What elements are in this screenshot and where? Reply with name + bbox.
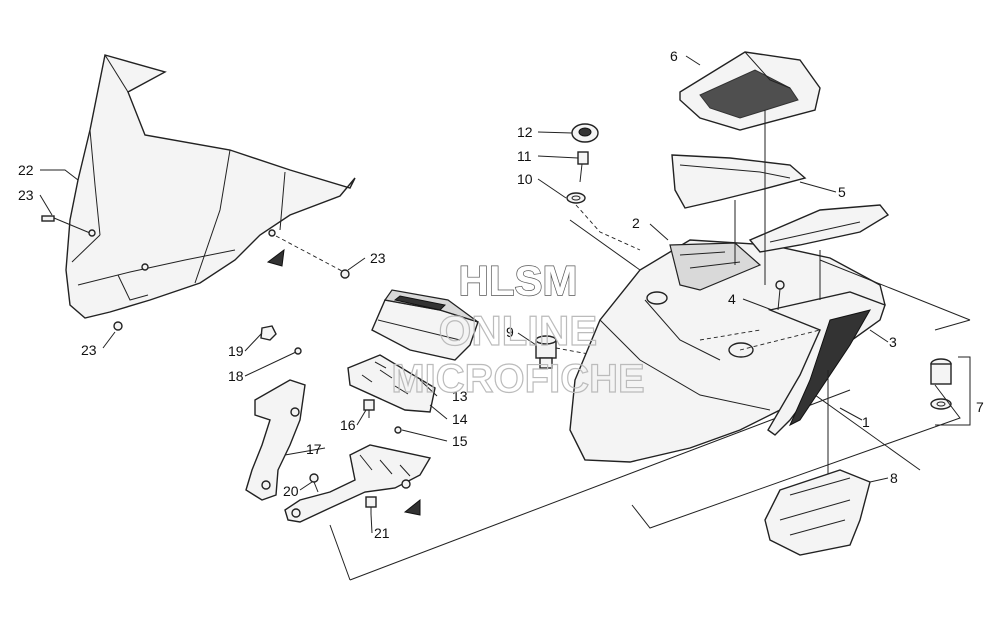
ignition-key	[577, 151, 589, 183]
callout-2: 2	[632, 215, 640, 231]
vent-panel-upper	[671, 154, 807, 209]
vent-screen	[679, 51, 821, 131]
callout-21: 21	[374, 525, 390, 541]
callout-18: 18	[228, 368, 244, 384]
lower-grille	[764, 469, 871, 556]
hood	[569, 239, 886, 463]
mount-bracket-upper	[245, 379, 306, 501]
fuel-cap	[930, 358, 952, 410]
callout-14: 14	[452, 411, 468, 427]
callout-labels: 22 23 23 23 19 18 12 11 10 9 13 14 15 16…	[18, 48, 984, 541]
callout-23-b: 23	[370, 250, 386, 266]
watermark-line-2: ONLINE	[439, 307, 598, 354]
washer-18	[294, 347, 302, 355]
callout-3: 3	[889, 334, 897, 350]
arrow-marker-windshield	[266, 248, 285, 267]
callout-15: 15	[452, 433, 468, 449]
callout-7: 7	[976, 399, 984, 415]
screw-16	[363, 399, 375, 418]
callout-20: 20	[283, 483, 299, 499]
watermark-line-1: HLSM	[459, 257, 578, 304]
boundary-line-right	[631, 319, 971, 529]
screw-20	[309, 473, 319, 493]
screw-23-bottom	[113, 263, 149, 331]
callout-1: 1	[862, 414, 870, 430]
arrow-marker-bracket	[403, 498, 421, 516]
callout-leaders	[39, 55, 889, 534]
gauge-bracket	[347, 354, 436, 413]
ignition-nut	[566, 192, 586, 204]
callout-23-a: 23	[18, 187, 34, 203]
callout-9: 9	[506, 324, 514, 340]
callout-10: 10	[517, 171, 533, 187]
callout-11: 11	[517, 148, 532, 164]
callout-23-c: 23	[81, 342, 97, 358]
switch-9	[535, 335, 557, 369]
assembly-lines	[734, 110, 829, 480]
fastener-4	[775, 280, 785, 311]
washer-15	[394, 426, 402, 434]
callout-8: 8	[890, 470, 898, 486]
watermark-line-3: MICROFICHE	[391, 357, 644, 401]
watermark: HLSM ONLINE MICROFICHE	[391, 256, 646, 401]
callout-17: 17	[306, 441, 322, 457]
screw-21	[365, 496, 377, 514]
callout-13: 13	[452, 388, 468, 404]
screw-23-right	[268, 229, 350, 279]
callout-22: 22	[18, 162, 34, 178]
screw-23-left	[41, 215, 96, 237]
callout-12: 12	[517, 124, 533, 140]
callout-5: 5	[838, 184, 846, 200]
callout-19: 19	[228, 343, 244, 359]
screw-19	[260, 325, 277, 341]
mount-bracket-lower	[284, 444, 432, 523]
callout-16: 16	[340, 417, 356, 433]
gauge-assembly	[371, 289, 479, 361]
vent-panel-lower	[748, 204, 890, 253]
side-panel	[767, 291, 886, 436]
callout-4: 4	[728, 291, 736, 307]
callout-6: 6	[670, 48, 678, 64]
windshield	[65, 54, 356, 319]
ignition-cap	[571, 123, 599, 143]
